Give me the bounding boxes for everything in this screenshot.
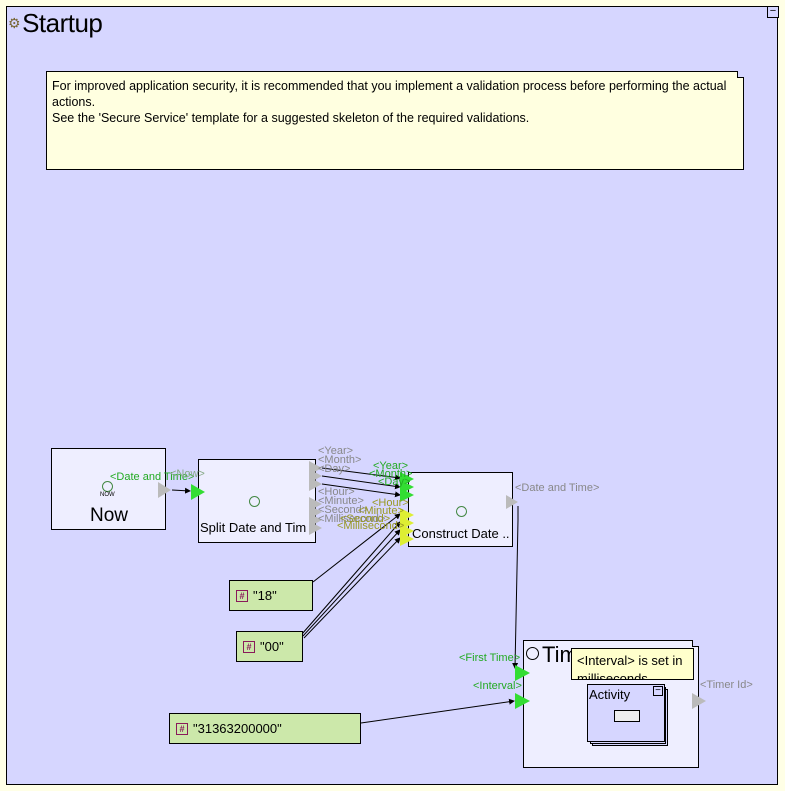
wire-now-split (171, 487, 191, 494)
split-out-port-label: <Minute> (318, 495, 364, 507)
split-out-port-label: <Hour> (318, 486, 355, 498)
construct-in-port[interactable] (400, 532, 414, 546)
wire-year (321, 467, 401, 481)
activity-collapse-button[interactable]: − (653, 686, 663, 696)
wire-second (302, 529, 401, 637)
number-icon: # (176, 722, 188, 735)
constant-hour[interactable]: # "18" (229, 580, 313, 611)
wire-minute (301, 521, 401, 635)
activity-label: Activity (589, 687, 631, 702)
constant-interval[interactable]: # "31363200000" (169, 713, 361, 744)
construct-in-port-label: <Day> (378, 476, 411, 488)
now-node[interactable]: NOW Now (51, 448, 166, 530)
timer-fold-corner (692, 640, 699, 647)
panel-title: ⚙ Startup (8, 8, 103, 39)
split-node-label: Split Date and Tim (200, 520, 307, 535)
construct-in-port-label: <Second> (340, 513, 391, 525)
split-out-port-label: <Year> (318, 445, 354, 457)
wire-construct-timer (512, 506, 519, 669)
wire-month (321, 475, 401, 490)
security-note[interactable]: For improved application security, it is… (46, 71, 744, 170)
note-line-1: For improved application security, it is… (52, 79, 727, 109)
timer-in-port-first-time[interactable] (515, 665, 530, 681)
construct-in-port-label: <Month> (369, 468, 413, 480)
timer-out-port[interactable] (692, 693, 706, 709)
split-in-port-label: <Now> (170, 468, 205, 480)
split-clock-icon (249, 496, 260, 507)
wire-interval (360, 698, 515, 724)
constant-value: "18" (253, 588, 277, 603)
construct-in-port-label: <Year> (373, 460, 409, 472)
now-icon-label: NOW (100, 492, 115, 498)
split-out-port-label: <Second> (318, 504, 369, 516)
split-node[interactable]: Split Date and Tim (198, 459, 316, 543)
clock-icon (102, 481, 113, 492)
gears-icon: ⚙ (8, 15, 21, 31)
wire-day (321, 483, 401, 498)
constant-minute[interactable]: # "00" (236, 631, 303, 662)
timer-in-port-interval-label: <Interval> (473, 680, 522, 692)
activity-box[interactable]: Activity − (587, 684, 665, 742)
constant-value: "31363200000" (193, 721, 282, 736)
construct-node[interactable]: Construct Date .. (408, 472, 513, 547)
construct-node-label: Construct Date .. (412, 526, 510, 541)
construct-clock-icon (456, 506, 467, 517)
number-icon: # (236, 589, 248, 602)
collapse-button[interactable]: − (767, 6, 779, 18)
split-out-port[interactable] (309, 477, 322, 491)
construct-in-port-label: <Millisecond> (337, 520, 405, 532)
number-icon: # (243, 640, 255, 653)
now-out-port[interactable] (158, 482, 171, 498)
construct-out-port[interactable] (506, 495, 518, 509)
split-out-port-label: <Month> (318, 454, 362, 466)
split-out-port[interactable] (309, 521, 322, 535)
construct-in-port-label: <Hour> (372, 497, 409, 509)
timer-icon (526, 647, 539, 660)
wire-ms (303, 537, 401, 639)
construct-out-port-label: <Date and Time> (515, 482, 600, 494)
panel-title-text: Startup (22, 8, 103, 38)
split-out-port-label: <Millisecond> (318, 513, 386, 525)
split-in-port[interactable] (191, 484, 205, 500)
note-fold-corner (737, 71, 744, 78)
timer-in-port-interval[interactable] (515, 693, 530, 709)
wire-hour (312, 513, 401, 583)
timer-out-port-label: <Timer Id> (700, 679, 753, 691)
timer-in-port-first-time-label: <First Time> (459, 652, 521, 664)
interval-tooltip: <Interval> is set in milliseconds (571, 648, 694, 680)
split-out-port-label: <Day> (318, 463, 351, 475)
constant-value: "00" (260, 639, 284, 654)
note-line-2: See the 'Secure Service' template for a … (52, 111, 530, 125)
construct-in-port[interactable] (400, 488, 414, 502)
activity-thumbnail-icon (614, 710, 640, 722)
now-out-port-label: <Date and Time> (110, 471, 195, 483)
construct-in-port-label: <Minute> (358, 505, 404, 517)
now-node-label: Now (90, 505, 129, 526)
